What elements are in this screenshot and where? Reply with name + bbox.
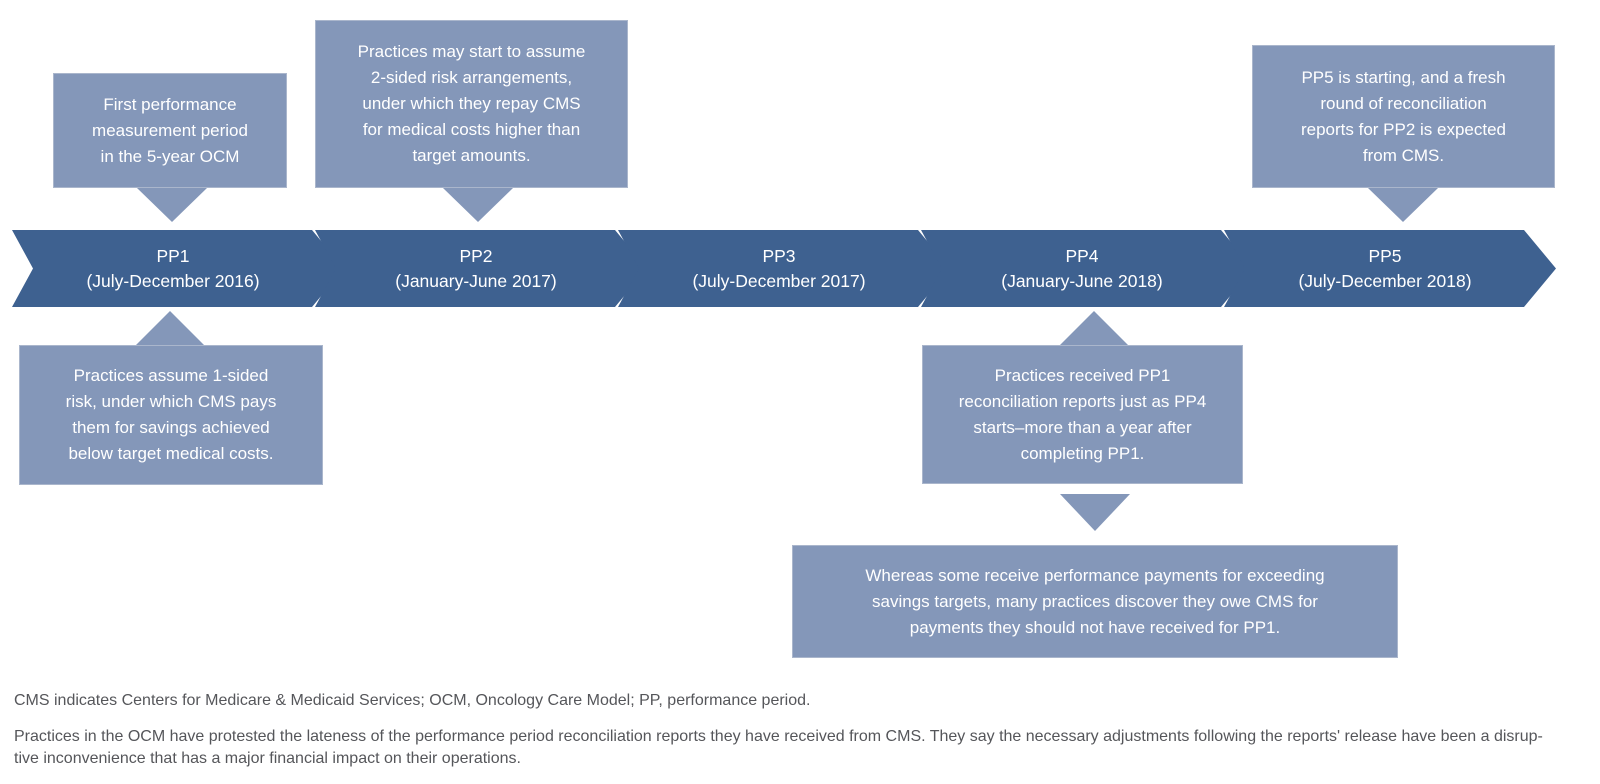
pointer-down-icon (137, 188, 207, 222)
callout-outcome-bottom: Whereas some receive performance payment… (792, 545, 1398, 658)
callout-outcome-bottom-text: Whereas some receive performance payment… (865, 565, 1325, 637)
callout-pp5-above-text: PP5 is starting, and a fresh round of re… (1300, 67, 1507, 165)
period-dates: (July-December 2017) (692, 270, 866, 291)
timeline-arrow-pp3: PP3 (July-December 2017) (618, 230, 950, 307)
callout-pp1-below: Practices assume 1-sided risk, under whi… (19, 345, 323, 485)
callout-pp1-above: First performance measurement period in … (53, 73, 287, 188)
timeline-arrow-pp4: PP4 (January-June 2018) (921, 230, 1253, 307)
timeline-arrow-pp1: PP1 (July-December 2016) (12, 230, 344, 307)
callout-pp1-below-text: Practices assume 1-sided risk, under whi… (65, 366, 277, 463)
period-name: PP3 (762, 245, 796, 266)
footnote-abbreviations: CMS indicates Centers for Medicare & Med… (14, 692, 811, 709)
pointer-down-icon (1368, 188, 1438, 222)
callout-pp4-below: Practices received PP1 reconciliation re… (922, 345, 1243, 484)
period-dates: (January-June 2018) (1001, 270, 1163, 291)
callout-pp1-above-text: First performance measurement period in … (92, 94, 248, 166)
callout-pp2-above: Practices may start to assume 2-sided ri… (315, 20, 628, 188)
period-name: PP2 (459, 245, 493, 266)
pointer-up-icon (136, 311, 204, 345)
timeline-arrow-pp5: PP5 (July-December 2018) (1224, 230, 1556, 307)
period-name: PP5 (1368, 245, 1402, 266)
pointer-down-icon (1060, 494, 1130, 531)
period-dates: (January-June 2017) (395, 270, 557, 291)
timeline-arrow-pp2: PP2 (January-June 2017) (315, 230, 647, 307)
callout-pp5-above: PP5 is starting, and a fresh round of re… (1252, 45, 1555, 188)
period-name: PP1 (156, 245, 190, 266)
period-dates: (July-December 2016) (86, 270, 260, 291)
callout-pp4-below-text: Practices received PP1 reconciliation re… (958, 365, 1207, 463)
period-dates: (July-December 2018) (1298, 270, 1472, 291)
period-name: PP4 (1065, 245, 1099, 266)
pointer-down-icon (443, 188, 513, 222)
callout-pp2-above-text: Practices may start to assume 2-sided ri… (357, 42, 586, 165)
footnote-note: Practices in the OCM have protested the … (14, 728, 1543, 767)
pointer-up-icon (1060, 311, 1128, 345)
